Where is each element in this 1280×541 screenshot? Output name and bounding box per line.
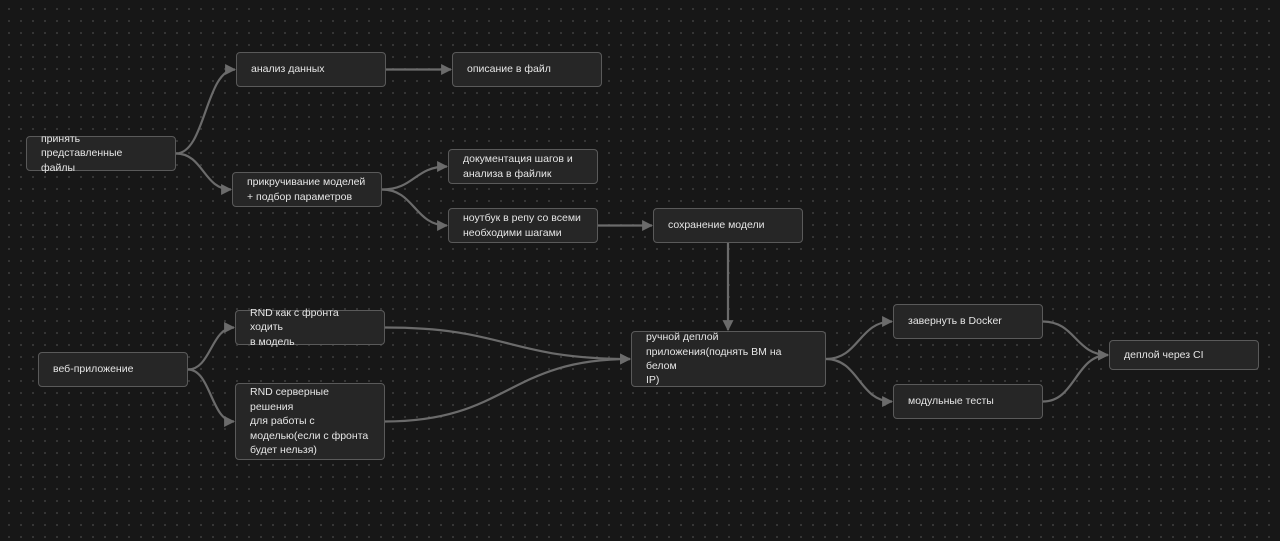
edge-rnd-frontend-to-manual-deploy — [384, 326, 632, 365]
node-unit-tests[interactable]: модульные тесты — [893, 384, 1043, 419]
node-label: деплой через CI — [1124, 348, 1204, 361]
node-label: ручной деплой приложения(поднять ВМ на б… — [646, 331, 782, 387]
edge-unit-tests-to-ci-deploy — [1042, 349, 1110, 403]
node-steps-documentation[interactable]: документация шагов и анализа в файлик — [448, 149, 598, 184]
node-label: документация шагов и анализа в файлик — [463, 153, 573, 180]
edge-wrap-docker-to-ci-deploy — [1042, 320, 1110, 361]
edge-accept-files-to-model-fitting — [175, 152, 233, 195]
node-label: прикручивание моделей + подбор параметро… — [247, 176, 366, 203]
node-manual-deploy[interactable]: ручной деплой приложения(поднять ВМ на б… — [631, 331, 826, 387]
edge-model-fitting-to-notebook-in-repo — [381, 188, 449, 231]
node-rnd-frontend[interactable]: RND как с фронта ходить в модель — [235, 307, 385, 348]
node-label: завернуть в Docker — [908, 315, 1002, 328]
node-label: анализ данных — [251, 63, 325, 76]
node-label: веб-приложение — [53, 363, 134, 376]
node-wrap-docker[interactable]: завернуть в Docker — [893, 304, 1043, 339]
node-label: RND серверные решения для работы с модел… — [250, 386, 369, 457]
node-ci-deploy[interactable]: деплой через CI — [1109, 340, 1259, 370]
node-label: принять представленные файлы — [41, 132, 123, 174]
node-rnd-server[interactable]: RND серверные решения для работы с модел… — [235, 383, 385, 460]
edge-web-app-to-rnd-frontend — [187, 322, 236, 371]
edge-manual-deploy-to-unit-tests — [825, 357, 894, 407]
edge-accept-files-to-data-analysis — [175, 64, 237, 155]
node-description-to-file[interactable]: описание в файл — [452, 52, 602, 87]
node-label: модульные тесты — [908, 395, 994, 408]
node-save-model[interactable]: сохранение модели — [653, 208, 803, 243]
edge-manual-deploy-to-wrap-docker — [825, 316, 894, 361]
node-data-analysis[interactable]: анализ данных — [236, 52, 386, 87]
node-accept-files[interactable]: принять представленные файлы — [26, 133, 176, 174]
node-label: RND как с фронта ходить в модель — [250, 306, 339, 348]
node-notebook-in-repo[interactable]: ноутбук в репу со всеми необходими шагам… — [448, 208, 598, 243]
edge-model-fitting-to-steps-documentation — [381, 161, 449, 191]
edge-rnd-server-to-manual-deploy — [384, 353, 632, 423]
node-label: сохранение модели — [668, 219, 765, 232]
edge-web-app-to-rnd-server — [187, 368, 236, 427]
node-web-app[interactable]: веб-приложение — [38, 352, 188, 387]
node-label: описание в файл — [467, 63, 551, 76]
node-model-fitting[interactable]: прикручивание моделей + подбор параметро… — [232, 172, 382, 207]
node-label: ноутбук в репу со всеми необходими шагам… — [463, 212, 581, 239]
